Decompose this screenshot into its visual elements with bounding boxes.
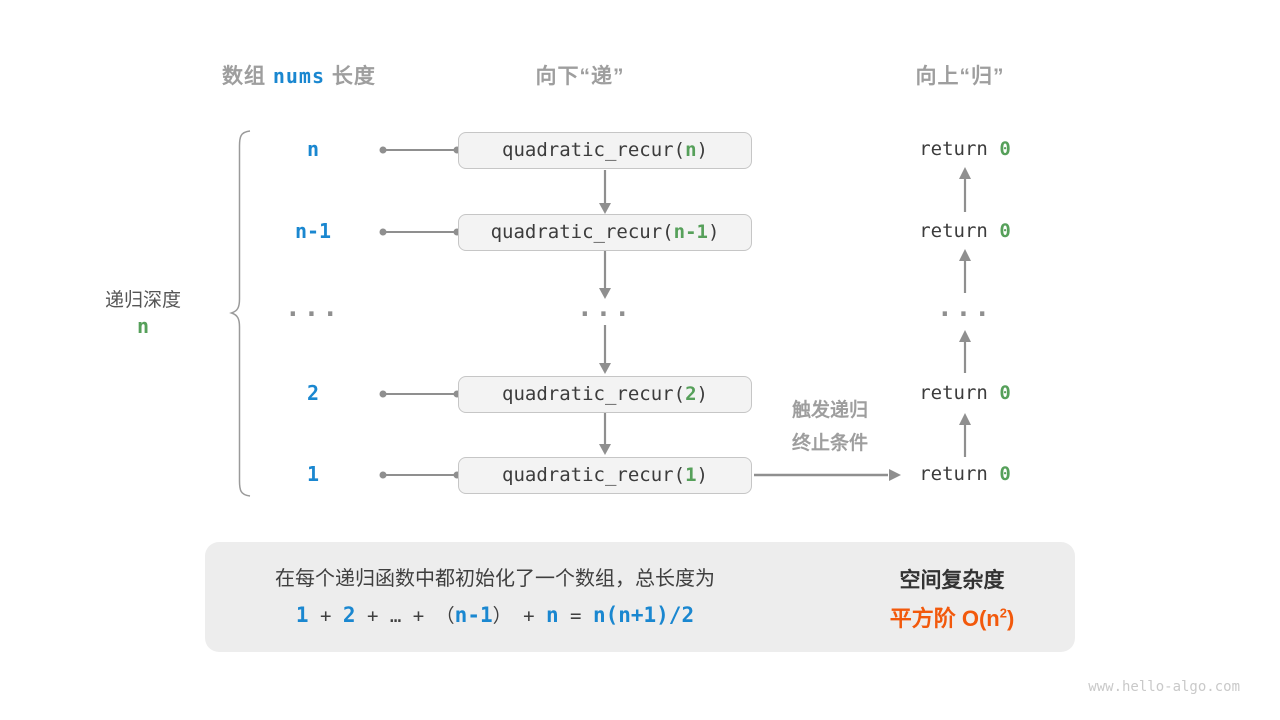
header-array-prefix: 数组: [222, 65, 273, 88]
summary-panel: [205, 542, 1075, 652]
return-statement: return 0: [890, 138, 1040, 160]
call-suffix: ): [696, 383, 708, 405]
formula-op: +: [355, 605, 390, 627]
base-case-note: 触发递归 终止条件: [768, 394, 892, 460]
brace-icon: [229, 130, 251, 497]
formula-term: 1: [295, 603, 309, 627]
complexity-exponent: 2: [999, 605, 1007, 621]
formula-term: 2: [342, 603, 356, 627]
call-prefix: quadratic_recur(: [502, 383, 686, 405]
connector-line: [379, 390, 461, 398]
down-arrow-icon: [599, 325, 611, 374]
header-upward-return: 向上“归”: [915, 65, 1005, 88]
call-box-n: quadratic_recur(n): [458, 131, 752, 169]
connector-line: [379, 471, 461, 479]
ellipsis-right: ...: [937, 293, 993, 323]
header-array-length: 数组 nums 长度: [222, 60, 376, 90]
row-label-2: 2: [306, 381, 320, 405]
summary-text: 在每个递归函数中都初始化了一个数组，总长度为: [275, 568, 715, 590]
header-downward-recurse: 向下“递”: [535, 65, 625, 88]
formula-paren: ）: [492, 605, 512, 627]
up-arrow-icon: [959, 249, 971, 293]
row-label-1: 1: [306, 462, 320, 486]
connector-line: [379, 146, 461, 154]
down-arrow-icon: [599, 170, 611, 214]
return-keyword: return: [919, 463, 1000, 485]
space-complexity-value: 平方阶 O(n2): [852, 601, 1052, 633]
row-label-n: n: [306, 137, 320, 161]
right-arrow-icon: [754, 469, 901, 481]
down-arrow-icon: [599, 413, 611, 455]
call-suffix: ): [707, 221, 720, 243]
formula-term: n: [545, 603, 559, 627]
return-value: 0: [999, 220, 1011, 242]
complexity-prefix: 平方阶 O(n: [889, 606, 1000, 631]
return-keyword: return: [919, 138, 1000, 160]
return-value: 0: [999, 138, 1011, 160]
formula-op: +: [511, 605, 546, 627]
header-nums-code: nums: [272, 64, 326, 88]
formula-op: +: [308, 605, 343, 627]
return-value: 0: [999, 463, 1011, 485]
recursion-depth-label: 递归深度: [104, 290, 181, 311]
call-box-1: quadratic_recur(1): [458, 456, 752, 494]
up-arrow-icon: [959, 413, 971, 457]
ellipsis-middle: ...: [577, 293, 633, 323]
space-complexity-title: 空间复杂度: [899, 569, 1005, 592]
return-value: 0: [999, 382, 1011, 404]
return-keyword: return: [919, 382, 1000, 404]
call-prefix: quadratic_recur(: [502, 139, 686, 161]
up-arrow-icon: [959, 167, 971, 212]
formula-result: n(n+1)/2: [592, 603, 695, 627]
call-arg: n: [685, 139, 697, 161]
call-arg: 2: [685, 383, 697, 405]
header-array-suffix: 长度: [325, 65, 376, 88]
connector-line: [379, 228, 461, 236]
call-arg: n-1: [673, 221, 708, 243]
call-prefix: quadratic_recur(: [490, 221, 674, 243]
call-box-n-1: quadratic_recur(n-1): [458, 213, 752, 251]
complexity-suffix: ): [1006, 606, 1015, 631]
return-statement: return 0: [890, 463, 1040, 485]
base-case-note-line2: 终止条件: [791, 433, 868, 454]
call-suffix: ): [696, 464, 708, 486]
formula-op: +: [401, 605, 436, 627]
call-box-2: quadratic_recur(2): [458, 375, 752, 413]
watermark: www.hello-algo.com: [1088, 679, 1240, 695]
return-statement: return 0: [890, 382, 1040, 404]
call-arg: 1: [685, 464, 697, 486]
return-keyword: return: [919, 220, 1000, 242]
formula-equals: =: [558, 605, 593, 627]
base-case-note-line1: 触发递归: [791, 400, 868, 421]
call-prefix: quadratic_recur(: [502, 464, 686, 486]
summary-formula: 1 + 2 + … + （n-1） + n = n(n+1)/2: [225, 601, 765, 628]
formula-term: n-1: [454, 603, 493, 627]
up-arrow-icon: [959, 330, 971, 373]
recursion-depth-value: n: [136, 314, 150, 338]
down-arrow-icon: [599, 251, 611, 299]
call-suffix: ): [696, 139, 708, 161]
row-label-n-1: n-1: [294, 219, 332, 243]
ellipsis-left: ...: [285, 293, 341, 323]
formula-ellipsis: …: [389, 605, 402, 627]
formula-paren: （: [435, 605, 455, 627]
return-statement: return 0: [890, 220, 1040, 242]
